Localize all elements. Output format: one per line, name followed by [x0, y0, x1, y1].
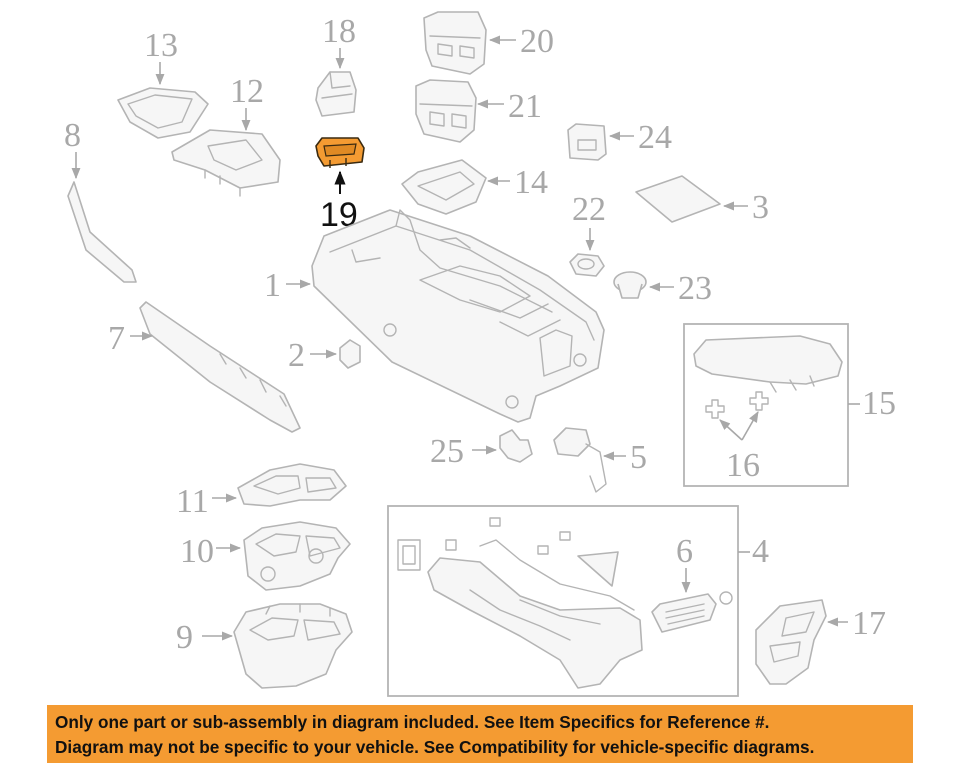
part-1-console-body: [311, 209, 605, 423]
callout-13: 13: [144, 27, 178, 64]
disclaimer-line-1: Only one part or sub-assembly in diagram…: [55, 712, 770, 732]
callout-18: 18: [322, 13, 356, 50]
callout-8: 8: [64, 117, 81, 154]
callout-25: 25: [430, 433, 464, 470]
part-18-switch: [315, 71, 357, 117]
part-6-vent: [651, 591, 733, 633]
callout-21: 21: [508, 88, 542, 125]
part-4-console-frame: [397, 517, 643, 689]
part-21-switch-unit: [415, 79, 477, 143]
part-22-plug: [569, 253, 605, 277]
part-15-armrest: [693, 335, 843, 393]
leader-16a: [719, 419, 743, 441]
part-24-socket: [567, 123, 607, 161]
part-5-bracket: [553, 427, 607, 493]
part-12-bezel: [171, 129, 281, 197]
part-7-side-panel: [139, 301, 301, 433]
part-17-side-cover: [755, 599, 827, 685]
parts-diagram: 13 12 8 18 19 20 21: [64, 11, 896, 697]
callout-10: 10: [180, 533, 214, 570]
callout-1: 1: [264, 267, 281, 304]
part-9-cup-holder-assy: [233, 603, 353, 689]
box-4: [387, 505, 739, 697]
part-19-cover-highlighted: [315, 137, 365, 168]
part-13-tray: [117, 87, 209, 139]
callout-9: 9: [176, 619, 193, 656]
callout-20: 20: [520, 23, 554, 60]
part-10-cup-holder: [243, 521, 351, 591]
callout-14: 14: [514, 164, 548, 201]
part-8-trim: [67, 181, 137, 283]
part-3-pad: [635, 175, 721, 223]
callout-15: 15: [862, 385, 896, 422]
part-23-clip: [613, 271, 647, 299]
callout-3: 3: [752, 189, 769, 226]
part-20-switch-unit: [423, 11, 487, 75]
callout-24: 24: [638, 119, 672, 156]
callout-5: 5: [630, 439, 647, 476]
part-14-pocket: [401, 159, 487, 215]
callout-11: 11: [176, 483, 209, 520]
disclaimer-line-2: Diagram may not be specific to your vehi…: [55, 737, 815, 757]
callout-4: 4: [752, 533, 769, 570]
callout-17: 17: [852, 605, 886, 642]
disclaimer-banner: Only one part or sub-assembly in diagram…: [47, 705, 913, 763]
leader-16b: [741, 411, 759, 441]
part-11-gasket: [237, 463, 347, 507]
callout-22: 22: [572, 191, 606, 228]
box-15: [683, 323, 849, 487]
part-16-clips: [705, 391, 769, 419]
part-25-bracket: [499, 429, 533, 463]
callout-7: 7: [108, 320, 125, 357]
callout-12: 12: [230, 73, 264, 110]
callout-2: 2: [288, 337, 305, 374]
callout-16: 16: [726, 447, 760, 484]
callout-6: 6: [676, 533, 693, 570]
callout-23: 23: [678, 270, 712, 307]
part-2-clip: [339, 339, 361, 369]
